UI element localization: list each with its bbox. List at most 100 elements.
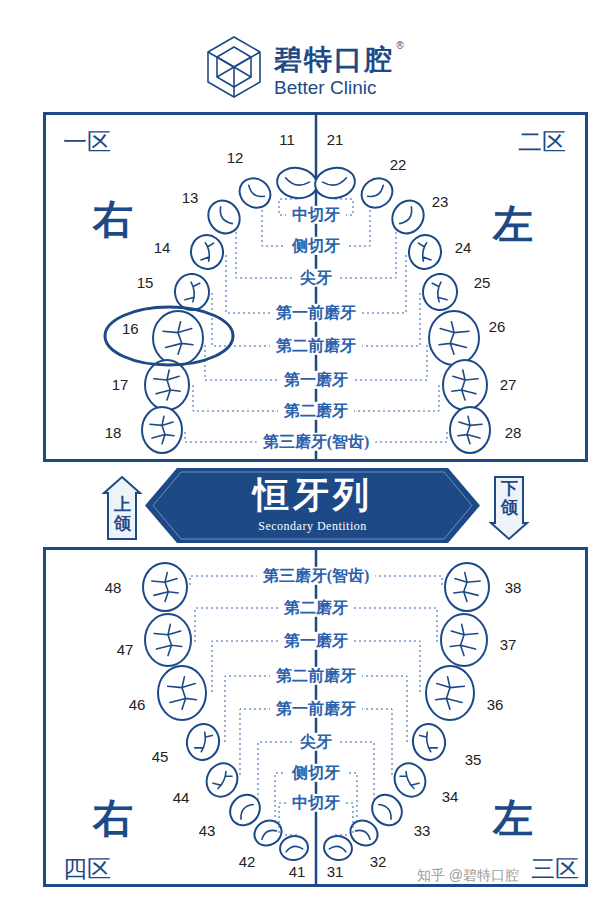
tooth-crown [443,360,487,410]
tooth-fissure [431,281,449,302]
tooth-crown [275,165,320,201]
jaw-arrow: 上颌 [103,476,141,540]
tooth-number: 37 [500,636,517,653]
tooth-name: 侧切牙 [289,764,343,782]
tooth-crown [188,232,225,271]
leader-line [354,608,437,642]
tooth-outline [322,834,354,862]
tooth-number: 48 [105,579,122,596]
tooth-outline [145,360,189,410]
tooth-outline [441,614,487,666]
logo-icon [208,37,260,97]
tooth-number: 46 [129,696,146,713]
leader-line [225,676,270,742]
tooth-crown [142,407,182,453]
tooth-outline [313,165,358,201]
leader-line [354,641,420,692]
title-banner: 恒牙列Secondary Dentition [145,468,480,543]
tooth-fissure [154,624,182,655]
leader-line [236,232,294,278]
tooth-outline [278,834,310,862]
tooth-crown [173,273,210,312]
tooth-outline [173,273,210,312]
leader-line [190,576,257,585]
tooth-number: 28 [505,424,522,441]
tooth-outline [406,232,443,271]
tooth-name: 第一磨牙 [281,371,351,389]
tooth-name: 第二磨牙 [281,402,351,420]
tooth-crown [201,758,243,801]
tooth-fissure [237,802,253,820]
tooth-number: 26 [489,318,506,335]
leader-line [185,432,257,442]
tooth-fissure [419,731,437,753]
tooth-crown [429,311,479,365]
tooth-crown [158,666,206,720]
tooth-number: 18 [105,424,122,441]
tooth-outline [443,360,487,410]
tooth-outline [275,165,320,201]
tooth-number: 42 [239,853,256,870]
tooth-name: 第三磨牙(智齿) [260,567,373,585]
tooth-number: 11 [279,131,295,148]
leader-line [338,232,396,278]
tooth-crown [386,194,430,239]
tooth-crown [389,758,431,801]
tooth-outline [389,758,431,801]
tooth-fissure [260,828,276,840]
quadrant-label: 四区 [63,855,111,883]
tooth-number: 12 [227,149,244,166]
tooth-crown [356,172,398,213]
quadrant-label: 二区 [518,128,566,156]
tooth-crown [184,721,222,762]
tooth-number: 32 [370,853,387,870]
tooth-fissure [217,207,233,227]
tooth-fissure [454,573,480,602]
tooth-outline [445,563,489,611]
tooth-fissure [452,370,478,400]
tooth-outline [201,758,243,801]
tooth-name: 尖牙 [297,269,335,287]
side-label: 左 [493,201,533,247]
tooth-fissure [450,624,478,655]
tooth-fissure [285,178,309,187]
tooth-fissure [415,241,433,262]
tooth-outline [145,614,191,666]
tooth-fissure [329,845,346,852]
tooth-name: 第二前磨牙 [273,337,359,355]
tooth-number: 27 [500,376,517,393]
tooth-name: 中切牙 [289,206,343,224]
leader-line [338,742,374,800]
tooth-name: 第二前磨牙 [273,667,359,685]
jaw-label: 上颌 [114,496,131,533]
leader-line [375,576,442,585]
title-text: 恒牙列 [145,475,480,516]
leader-line [346,210,370,246]
tooth-fissure [152,573,178,602]
leader-line [275,773,286,822]
tooth-name: 第一前磨牙 [273,700,359,718]
tooth-number: 17 [112,376,129,393]
tooth-crown [426,666,474,720]
tooth-number: 41 [289,863,306,880]
leader-line [354,345,427,380]
tooth-number: 25 [474,274,491,291]
tooth-fissure [368,185,386,200]
tooth-outline [142,407,182,453]
tooth-outline [421,273,458,312]
tooth-number: 34 [442,788,459,805]
tooth-name: 第二磨牙 [281,599,351,617]
quadrant-label: 一区 [63,128,111,156]
tooth-fissure [163,322,193,354]
tooth-outline [386,194,430,239]
arrow-shape [491,477,527,539]
tooth-number: 24 [455,239,472,256]
side-label: 左 [493,795,533,841]
arrow-shape [104,477,140,539]
tooth-outline [153,311,203,365]
tooth-fissure [458,416,482,444]
tooth-number: 22 [390,156,407,173]
tooth-fissure [285,845,302,852]
tooth-number: 14 [154,239,171,256]
side-label: 右 [93,795,133,841]
